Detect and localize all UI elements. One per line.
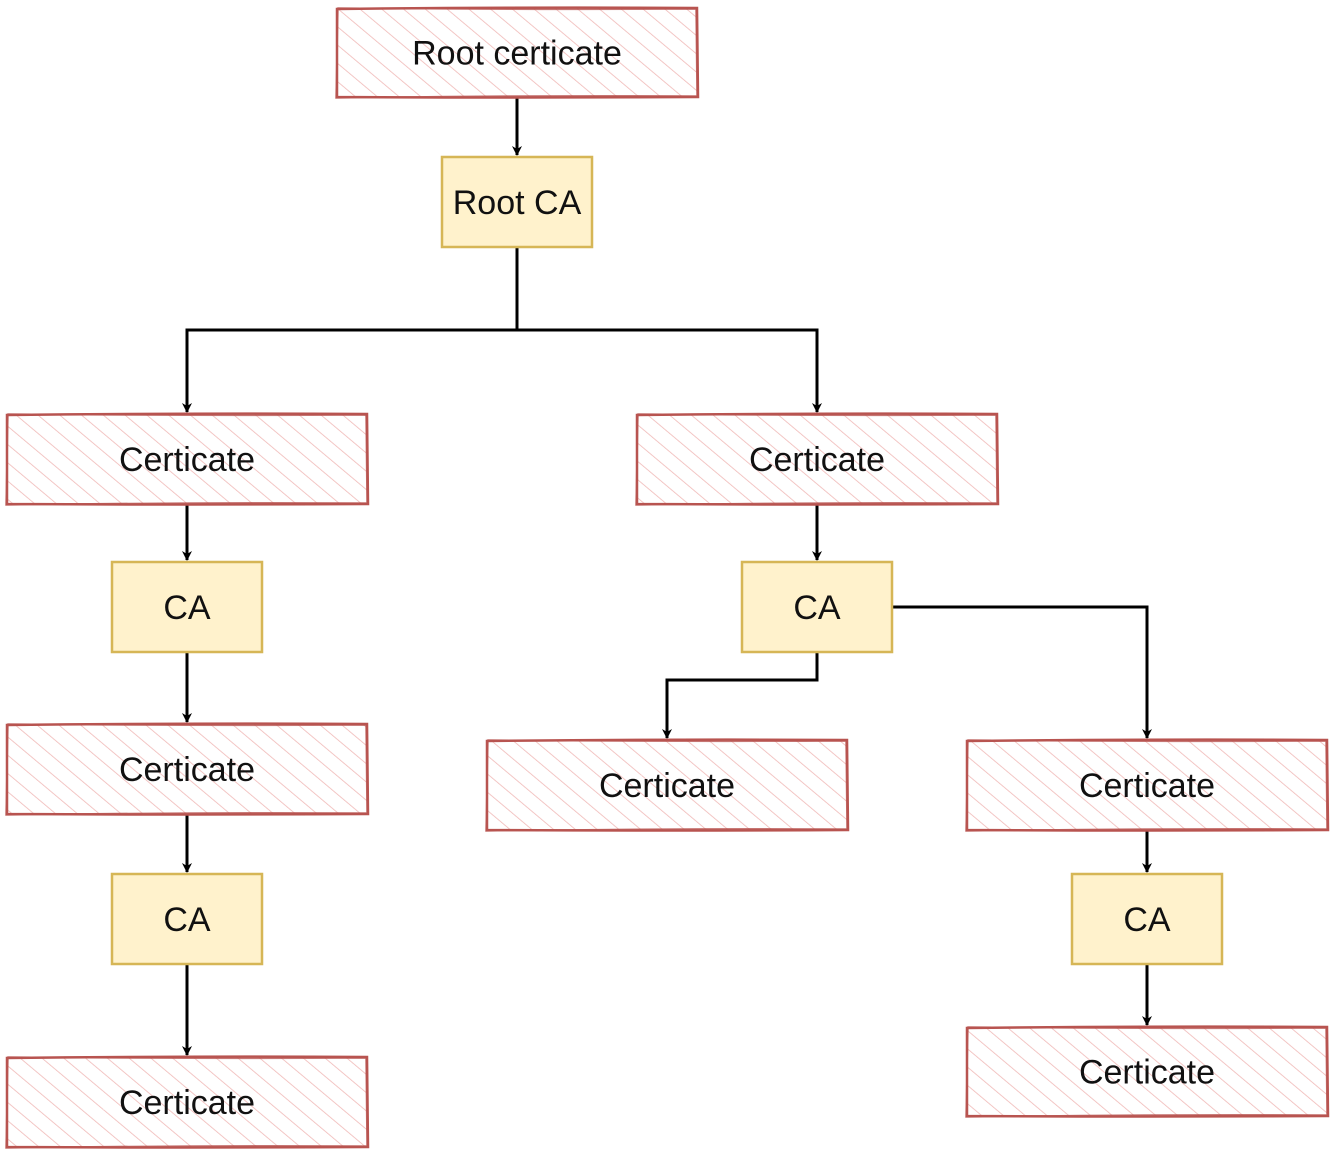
- certificate-border-sketch: [965, 739, 1328, 832]
- certificate-label: Certicate: [1079, 767, 1215, 805]
- certificate-border: [485, 738, 850, 832]
- certificate-label: Certicate: [119, 1084, 255, 1122]
- node-cert-mid-2[interactable]: Certicate: [485, 738, 850, 832]
- node-ca-right-1[interactable]: CA: [740, 560, 894, 654]
- node-cert-left-3[interactable]: Certicate: [5, 1055, 370, 1149]
- node-cert-left-1[interactable]: Certicate: [5, 412, 370, 506]
- certificate-border: [635, 412, 1000, 506]
- edges: [182, 97, 1152, 1056]
- certificate-border-sketch: [5, 413, 368, 506]
- certificate-label: Certicate: [119, 441, 255, 479]
- certificate-border-sketch: [5, 1056, 368, 1149]
- certificate-border: [5, 722, 370, 816]
- certificate-label: Root certicate: [412, 35, 622, 73]
- certificate-border-sketch: [485, 739, 848, 832]
- ca-label: CA: [163, 589, 211, 627]
- ca-box: [740, 560, 894, 654]
- certificate-label: Certicate: [1079, 1054, 1215, 1092]
- node-ca-left-1[interactable]: CA: [110, 560, 264, 654]
- edge-root-ca-to-cert-right-1: [517, 328, 822, 413]
- certificate-border-sketch: [335, 7, 698, 99]
- certificate-border: [5, 1055, 370, 1149]
- ca-box: [440, 155, 594, 249]
- ca-label: CA: [1123, 901, 1171, 939]
- node-ca-right-2[interactable]: CA: [1070, 872, 1224, 966]
- certificate-hatch-fill: [967, 740, 1327, 830]
- node-cert-left-2[interactable]: Certicate: [5, 722, 370, 816]
- certificate-label: Certicate: [749, 441, 885, 479]
- certificate-border: [335, 6, 700, 99]
- certificate-border: [965, 738, 1330, 832]
- certificate-hatch-fill: [487, 740, 847, 830]
- ca-label: CA: [163, 901, 211, 939]
- certificate-hatch-fill: [337, 8, 697, 97]
- certificate-border: [965, 1025, 1330, 1118]
- ca-label: CA: [793, 589, 841, 627]
- node-root-ca[interactable]: Root CA: [440, 155, 594, 249]
- node-root-cert[interactable]: Root certicate: [335, 6, 700, 99]
- ca-label: Root CA: [453, 184, 582, 222]
- edge-root-ca-to-cert-left-1: [182, 247, 519, 413]
- certificate-hatch-fill: [7, 1057, 367, 1147]
- certificate-border-sketch: [5, 723, 368, 816]
- certificate-border: [5, 412, 370, 506]
- certificate-hatch-fill: [967, 1027, 1327, 1116]
- node-ca-left-2[interactable]: CA: [110, 872, 264, 966]
- ca-box: [110, 872, 264, 966]
- edge-ca-right-1-to-cert-right-2: [892, 605, 1152, 739]
- certificate-label: Certicate: [599, 767, 735, 805]
- edge-ca-right-1-to-cert-mid-2: [662, 652, 819, 739]
- certificate-border-sketch: [635, 413, 998, 506]
- ca-box: [1070, 872, 1224, 966]
- node-cert-right-3[interactable]: Certicate: [965, 1025, 1330, 1118]
- certificate-hatch-fill: [7, 414, 367, 504]
- certificate-label: Certicate: [119, 751, 255, 789]
- certificate-border-sketch: [965, 1026, 1328, 1118]
- certificate-hatch-fill: [7, 724, 367, 814]
- node-cert-right-1[interactable]: Certicate: [635, 412, 1000, 506]
- certificate-hatch-fill: [637, 414, 997, 504]
- node-cert-right-2[interactable]: Certicate: [965, 738, 1330, 832]
- ca-box: [110, 560, 264, 654]
